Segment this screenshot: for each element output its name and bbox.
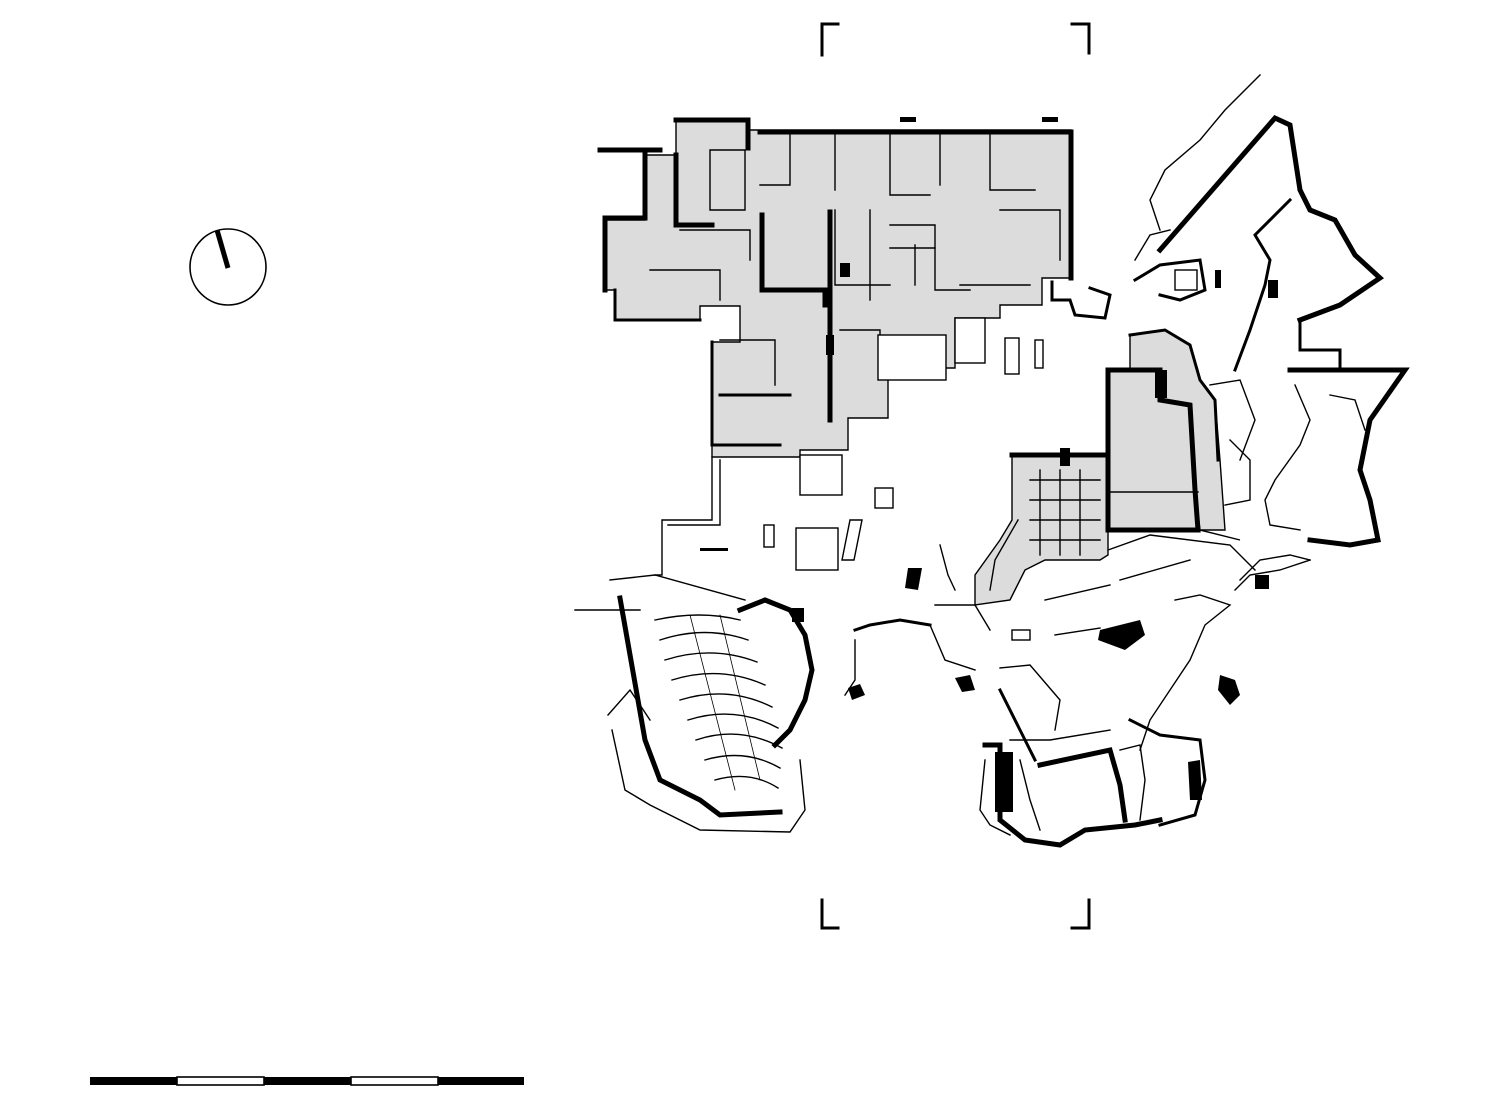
crop-mark-bottom-right	[1070, 898, 1091, 930]
scale-bar-segment	[176, 1076, 265, 1086]
crop-marks	[820, 22, 1091, 930]
north-pavilions	[877, 117, 1112, 381]
central-cores	[700, 263, 894, 571]
west-auditorium	[607, 574, 815, 833]
east-wing	[1132, 74, 1410, 581]
central-east-building	[974, 328, 1256, 606]
scale-bar-segment	[350, 1076, 439, 1086]
scale-bar-segment	[264, 1077, 351, 1085]
scale-bar	[90, 1076, 524, 1086]
south-east-landscape	[955, 559, 1311, 751]
south-centre-hall	[979, 687, 1207, 848]
north-arrow-icon	[189, 228, 267, 306]
north-west-building	[597, 117, 1074, 458]
west-terrace	[574, 456, 721, 611]
scale-bar-segment	[438, 1077, 524, 1085]
central-walkway	[844, 544, 991, 700]
scale-bar-segment	[90, 1077, 177, 1085]
crop-mark-bottom-left	[820, 898, 840, 930]
crop-mark-top-left	[820, 22, 840, 57]
crop-mark-top-right	[1070, 22, 1091, 55]
